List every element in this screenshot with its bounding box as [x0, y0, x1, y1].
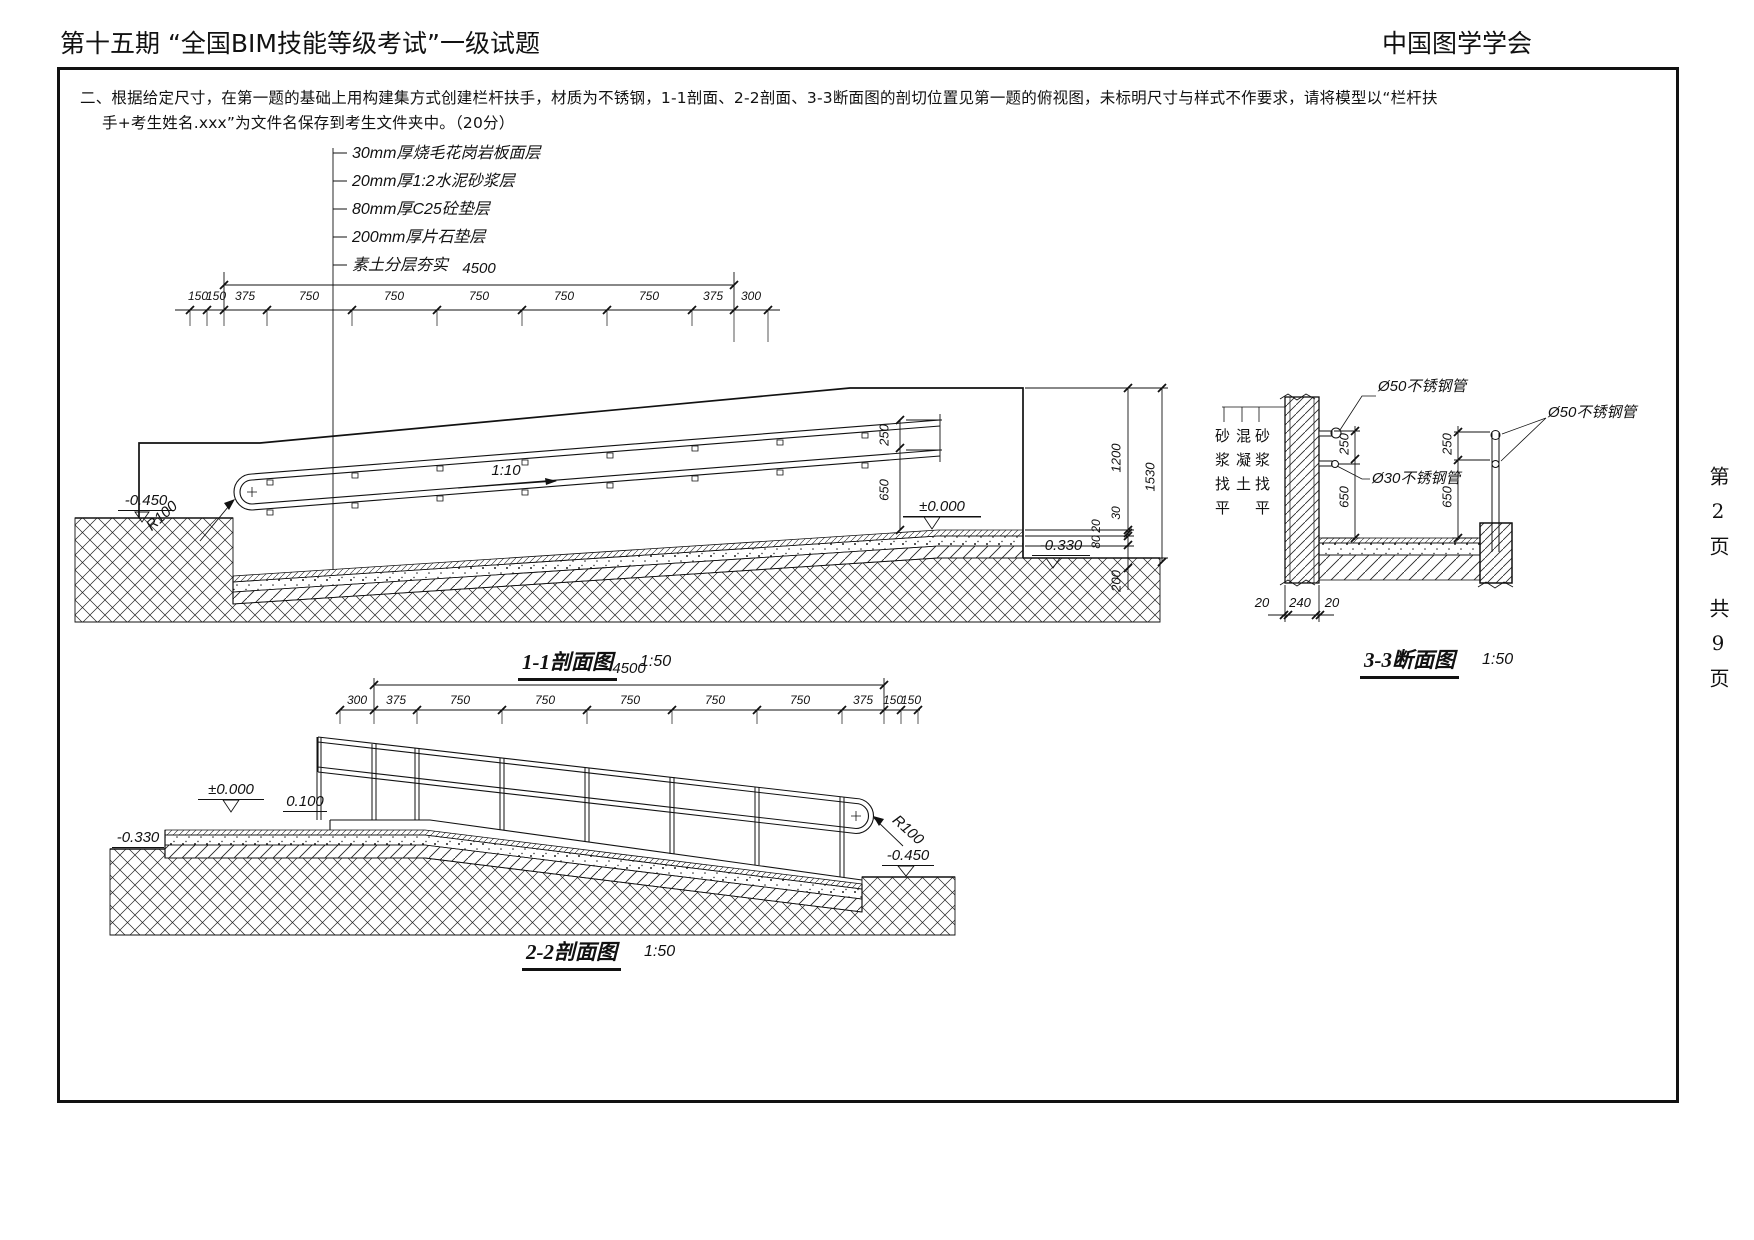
dim-label-30: 30 [1109, 506, 1123, 520]
dim-label: 240 [1289, 595, 1311, 610]
dim-label-20: 20 [1089, 519, 1103, 533]
org-name: 中国图学学会 [1382, 29, 1533, 58]
dim-label-rail-650: 650 [876, 479, 892, 501]
dim-label-250: 250 [1336, 433, 1352, 455]
level-mark-zero: ±0.000 [903, 499, 981, 517]
dim-label-1530: 1530 [1142, 462, 1158, 492]
dim-label-200: 200 [1108, 570, 1124, 592]
section-3-3-scale: 1:50 [1482, 651, 1514, 668]
layer-label: 20mm厚1:2水泥砂浆层 [352, 173, 515, 190]
dim-label-650: 650 [1439, 486, 1455, 508]
wall-layer-label: 混凝土 [1234, 428, 1252, 500]
dim-label-total: 4500 [612, 660, 646, 677]
page-number: 第2页 [1706, 466, 1730, 569]
pipe-label-50: Ø50不锈钢管 [1378, 378, 1467, 395]
dim-label-80: 80 [1089, 535, 1103, 549]
sheet-border [57, 67, 1679, 1103]
dim-label-total: 4500 [462, 260, 496, 277]
sheet-title: 第十五期 “全国BIM技能等级考试”一级试题 [60, 29, 540, 58]
level-mark-right: -0.450 [882, 848, 934, 866]
dim-label: 375 [852, 693, 874, 707]
level-mark-left: -0.330 [112, 830, 164, 848]
dim-label-650: 650 [1336, 486, 1352, 508]
dim-label: 300 [740, 289, 762, 303]
dim-label: 150 [882, 693, 904, 707]
dim-label: 375 [385, 693, 407, 707]
dim-label: 20 [1254, 595, 1270, 610]
dim-label: 375 [234, 289, 256, 303]
dim-label: 150 [900, 693, 922, 707]
section-1-1-title: 1-1剖面图 [518, 646, 617, 681]
level-mark-left: -0.450 [118, 493, 174, 511]
dim-label: 300 [346, 693, 368, 707]
section-2-2-title: 2-2剖面图 [522, 936, 621, 971]
dim-label: 750 [789, 693, 811, 707]
dim-label: 150 [187, 289, 209, 303]
instruction-line-1: 二、根据给定尺寸，在第一题的基础上用构建集方式创建栏杆扶手，材质为不锈钢，1-1… [80, 89, 1438, 107]
dim-label: 750 [638, 289, 660, 303]
pipe-label-30: Ø30不锈钢管 [1372, 470, 1461, 487]
pipe-label-50-post: Ø50不锈钢管 [1548, 404, 1637, 421]
level-mark-right: -0.330 [1032, 538, 1090, 556]
slope-label: 1:10 [491, 462, 521, 479]
dim-label-250: 250 [1439, 433, 1455, 455]
dim-label: 750 [298, 289, 320, 303]
dim-label: 750 [534, 693, 556, 707]
page-total: 共9页 [1706, 598, 1730, 701]
dim-label: 750 [619, 693, 641, 707]
wall-layer-label: 砂浆找平 [1253, 428, 1271, 524]
dim-label: 375 [702, 289, 724, 303]
dim-label: 750 [704, 693, 726, 707]
dim-label: 750 [449, 693, 471, 707]
level-mark-zero: ±0.000 [198, 782, 264, 800]
section-3-3-title: 3-3断面图 [1360, 644, 1459, 679]
layer-label: 素土分层夯实 [352, 257, 449, 274]
layer-label: 30mm厚烧毛花岗岩板面层 [352, 145, 541, 162]
wall-layer-label: 砂浆找平 [1213, 428, 1231, 524]
section-1-1-scale: 1:50 [640, 653, 672, 670]
layer-label: 200mm厚片石垫层 [352, 229, 486, 246]
dim-label: 750 [468, 289, 490, 303]
section-2-2-scale: 1:50 [644, 943, 676, 960]
instruction-line-2: 手+考生姓名.xxx”为文件名保存到考生文件夹中。（20分） [102, 114, 515, 132]
layer-label: 80mm厚C25砼垫层 [352, 201, 490, 218]
level-mark-curb: 0.100 [283, 794, 327, 812]
dim-label: 750 [553, 289, 575, 303]
dim-label-rail-250: 250 [876, 424, 892, 446]
dim-label: 20 [1324, 595, 1340, 610]
dim-label: 750 [383, 289, 405, 303]
dim-label-1200: 1200 [1108, 443, 1124, 473]
dim-label: 150 [205, 289, 227, 303]
